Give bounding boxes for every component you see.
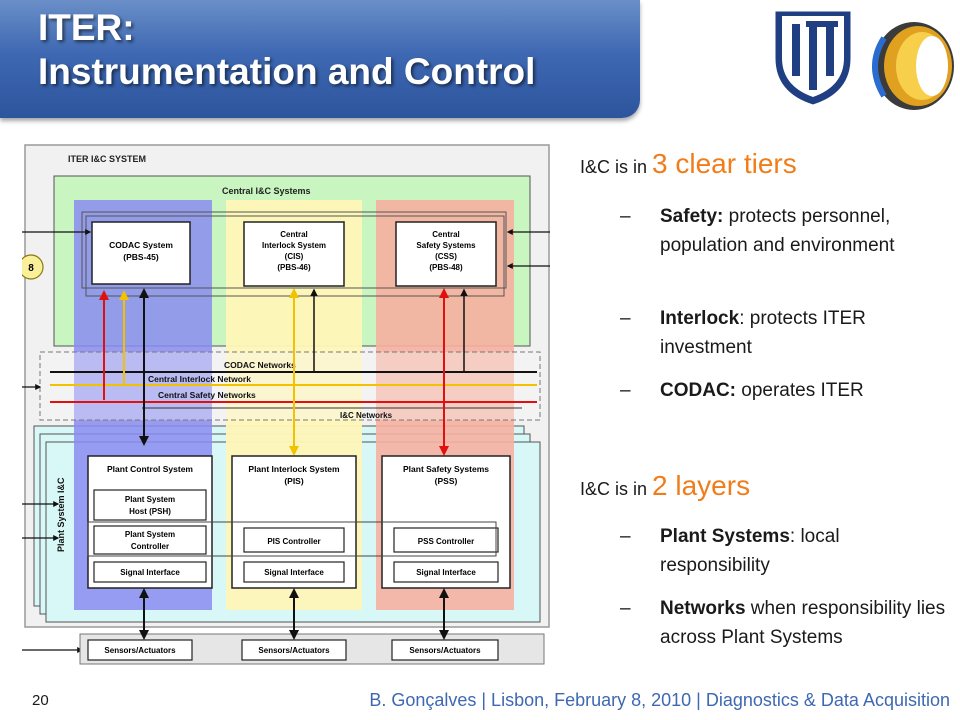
plant-controller-box [93,525,207,555]
codac-line1: CODAC System [109,240,173,250]
cis-line4: (PBS-46) [277,263,311,272]
interlock-text: : protects ITER investment [660,308,866,358]
pss-controller-box [393,527,499,553]
footer-text: B. Gonçalves | Lisbon, February 8, 2010 … [369,690,950,710]
pss-controller: PSS Controller [418,537,474,546]
title-line-1: ITER: [38,7,135,48]
networks-text: when responsibility lies across Plant Sy… [660,598,946,648]
layers-heading: I&C is in 2 layers [580,470,750,502]
plant-text: : local responsibility [660,526,840,576]
ipfn-logo-icon [872,22,954,110]
tiers-prefix: I&C is in [580,157,653,177]
system-label: ITER I&C SYSTEM [68,154,146,164]
css-line4: (PBS-48) [429,263,463,272]
sensors-box-3 [391,639,499,661]
header: ITER: Instrumentation and Control [0,0,960,122]
codac-line2: (PBS-45) [123,252,159,262]
page-number: 20 [32,692,49,709]
css-box [395,221,497,287]
networks-bold: Networks [660,598,746,619]
interlock-network-label: Central Interlock Network [148,374,251,384]
pis-title-1: Plant Interlock System [248,464,340,474]
plant-bold: Plant Systems [660,526,790,547]
sensors-box-1 [87,639,193,661]
bullet-interlock: – Interlock: protects ITER investment [620,304,950,362]
css-line3: (CSS) [435,252,457,261]
pis-controller: PIS Controller [267,537,320,546]
safety-bold: Safety: [660,206,724,227]
plant-controller-line2: Controller [131,542,169,551]
cis-line1: Central [280,230,308,239]
badge-8 [22,254,44,280]
psh-line1: Plant System [125,495,175,504]
dash: – [620,598,631,619]
ic-networks-label: I&C Networks [340,411,393,420]
sensors-label-3: Sensors/Actuators [409,646,481,655]
cis-line3: (CIS) [285,252,304,261]
dash: – [620,380,631,401]
pcs-signal-interface-box [93,561,207,583]
tiers-highlight: 3 clear tiers [652,148,797,179]
interlock-bold: Interlock [660,308,740,329]
pss-title-1: Plant Safety Systems [403,464,489,474]
plant-system-label: Plant System I&C [56,477,66,552]
psh-box [93,489,207,521]
codac-bold: CODAC: [660,380,736,401]
dash: – [620,206,631,227]
plant-controller-line1: Plant System [125,530,175,539]
cis-box [243,221,345,287]
bullet-networks: – Networks when responsibility lies acros… [620,594,950,652]
central-label: Central I&C Systems [222,186,311,196]
sensors-label-1: Sensors/Actuators [104,646,176,655]
controller-band-frame [87,521,497,557]
cis-line2: Interlock System [262,241,326,250]
layers-highlight: 2 layers [652,470,751,501]
pcs-title: Plant Control System [107,464,193,474]
sensors-label-2: Sensors/Actuators [258,646,330,655]
page-title: ITER: Instrumentation and Control [38,6,535,94]
pcs-signal-interface: Signal Interface [120,568,180,577]
bullet-codac: – CODAC: operates ITER [620,376,950,405]
pss-signal-interface: Signal Interface [416,568,476,577]
badge-text: 8 [28,263,34,274]
pis-signal-interface: Signal Interface [264,568,324,577]
title-bar [0,0,640,118]
codac-network-label: CODAC Networks [224,360,296,370]
psh-line2: Host (PSH) [129,507,171,516]
css-line2: Safety Systems [416,241,476,250]
pss-signal-interface-box [393,561,499,583]
css-line1: Central [432,230,460,239]
pss-title-2: (PSS) [435,476,458,486]
safety-network-label: Central Safety Networks [158,390,256,400]
dash: – [620,526,631,547]
ist-logo-icon [772,8,854,108]
ic-architecture-diagram: ITER I&C SYSTEM Central I&C Systems CODA… [22,144,550,665]
layers-prefix: I&C is in [580,479,653,499]
codac-system-box [91,221,191,285]
codac-text: operates ITER [736,380,864,401]
pis-signal-interface-box [243,561,345,583]
pis-controller-box [243,527,345,553]
safety-text: protects personnel, population and envir… [660,206,895,256]
tiers-heading: I&C is in 3 clear tiers [580,148,797,180]
sensors-box-2 [241,639,347,661]
dash: – [620,308,631,329]
pis-title-2: (PIS) [284,476,304,486]
bullet-safety: – Safety: protects personnel, population … [620,202,950,260]
bullet-plant-systems: – Plant Systems: local responsibility [620,522,950,580]
title-line-2: Instrumentation and Control [38,51,536,92]
